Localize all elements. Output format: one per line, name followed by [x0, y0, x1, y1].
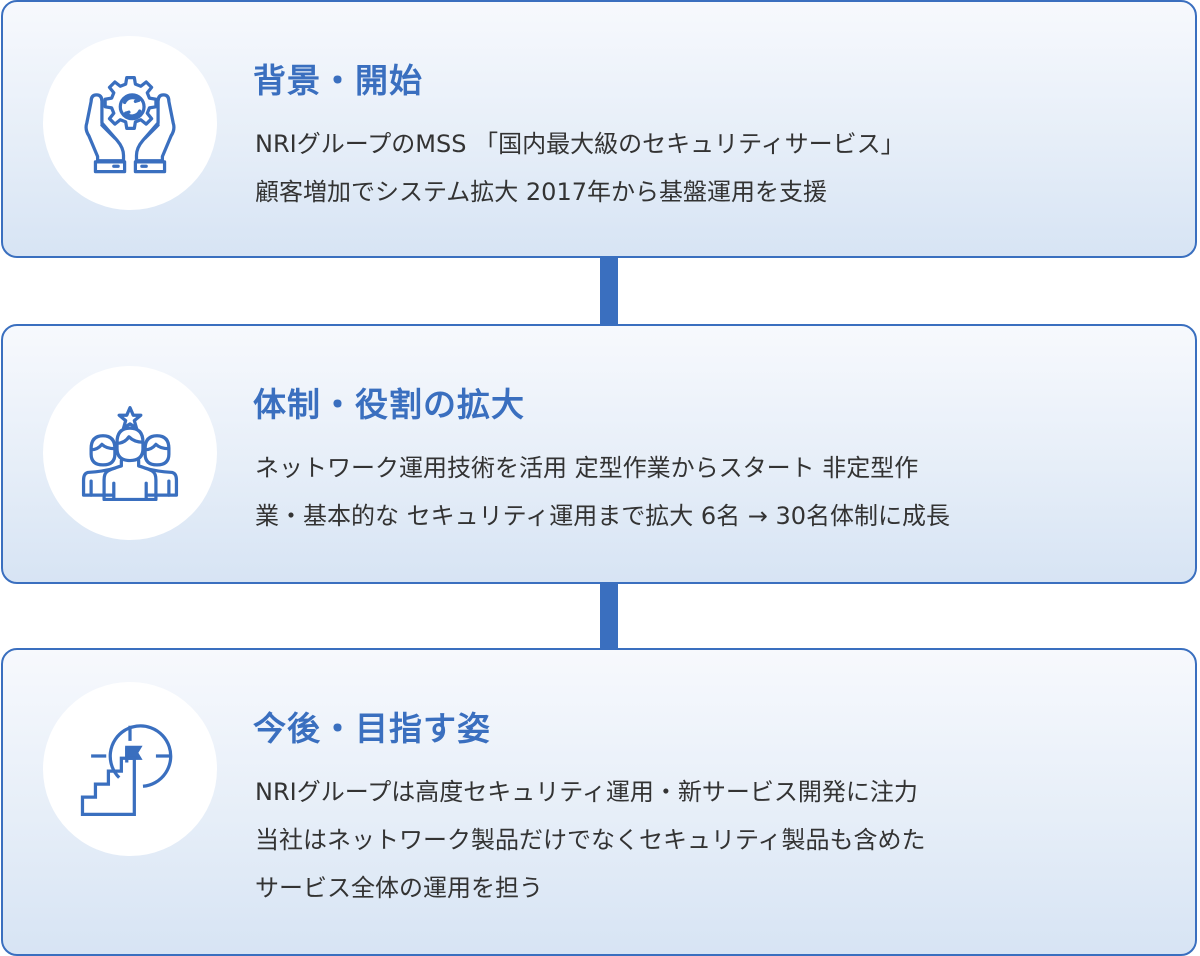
step-card-background: 背景・開始 NRIグループのMSS 「国内最大級のセキュリティサービス」 顧客増… [1, 0, 1197, 258]
description-line: 顧客増加でシステム拡大 2017年から基盤運用を支援 [255, 178, 827, 206]
step-title: 背景・開始 [253, 61, 423, 100]
description-line: NRIグループのMSS 「国内最大級のセキュリティサービス」 [255, 130, 905, 158]
icon-circle [43, 366, 217, 540]
description-line: NRIグループは高度セキュリティ運用・新サービス開発に注力 [255, 778, 918, 806]
step-description: NRIグループは高度セキュリティ運用・新サービス開発に注力 当社はネットワーク製… [255, 768, 926, 912]
description-line: 業・基本的な セキュリティ運用まで拡大 6名 → 30名体制に成長 [255, 502, 950, 530]
description-line: サービス全体の運用を担う [255, 874, 543, 902]
icon-circle [43, 682, 217, 856]
description-line: 当社はネットワーク製品だけでなくセキュリティ製品も含めた [255, 826, 926, 854]
step-description: NRIグループのMSS 「国内最大級のセキュリティサービス」 顧客増加でシステム… [255, 120, 905, 216]
team-star-icon [81, 406, 179, 502]
description-line: ネットワーク運用技術を活用 定型作業からスタート 非定型作 [255, 454, 919, 482]
step-card-background: 今後・目指す姿 NRIグループは高度セキュリティ運用・新サービス開発に注力 当社… [1, 648, 1197, 956]
target-stairs-flag-icon [80, 724, 173, 816]
hands-gear-icon [84, 76, 176, 174]
step-title: 体制・役割の拡大 [253, 385, 525, 424]
icon-circle [43, 36, 217, 210]
timeline-connector [600, 583, 618, 649]
step-card-background: 体制・役割の拡大 ネットワーク運用技術を活用 定型作業からスタート 非定型作 業… [1, 324, 1197, 584]
step-description: ネットワーク運用技術を活用 定型作業からスタート 非定型作 業・基本的な セキュ… [255, 444, 950, 540]
timeline-connector [600, 257, 618, 325]
step-title: 今後・目指す姿 [253, 709, 491, 748]
